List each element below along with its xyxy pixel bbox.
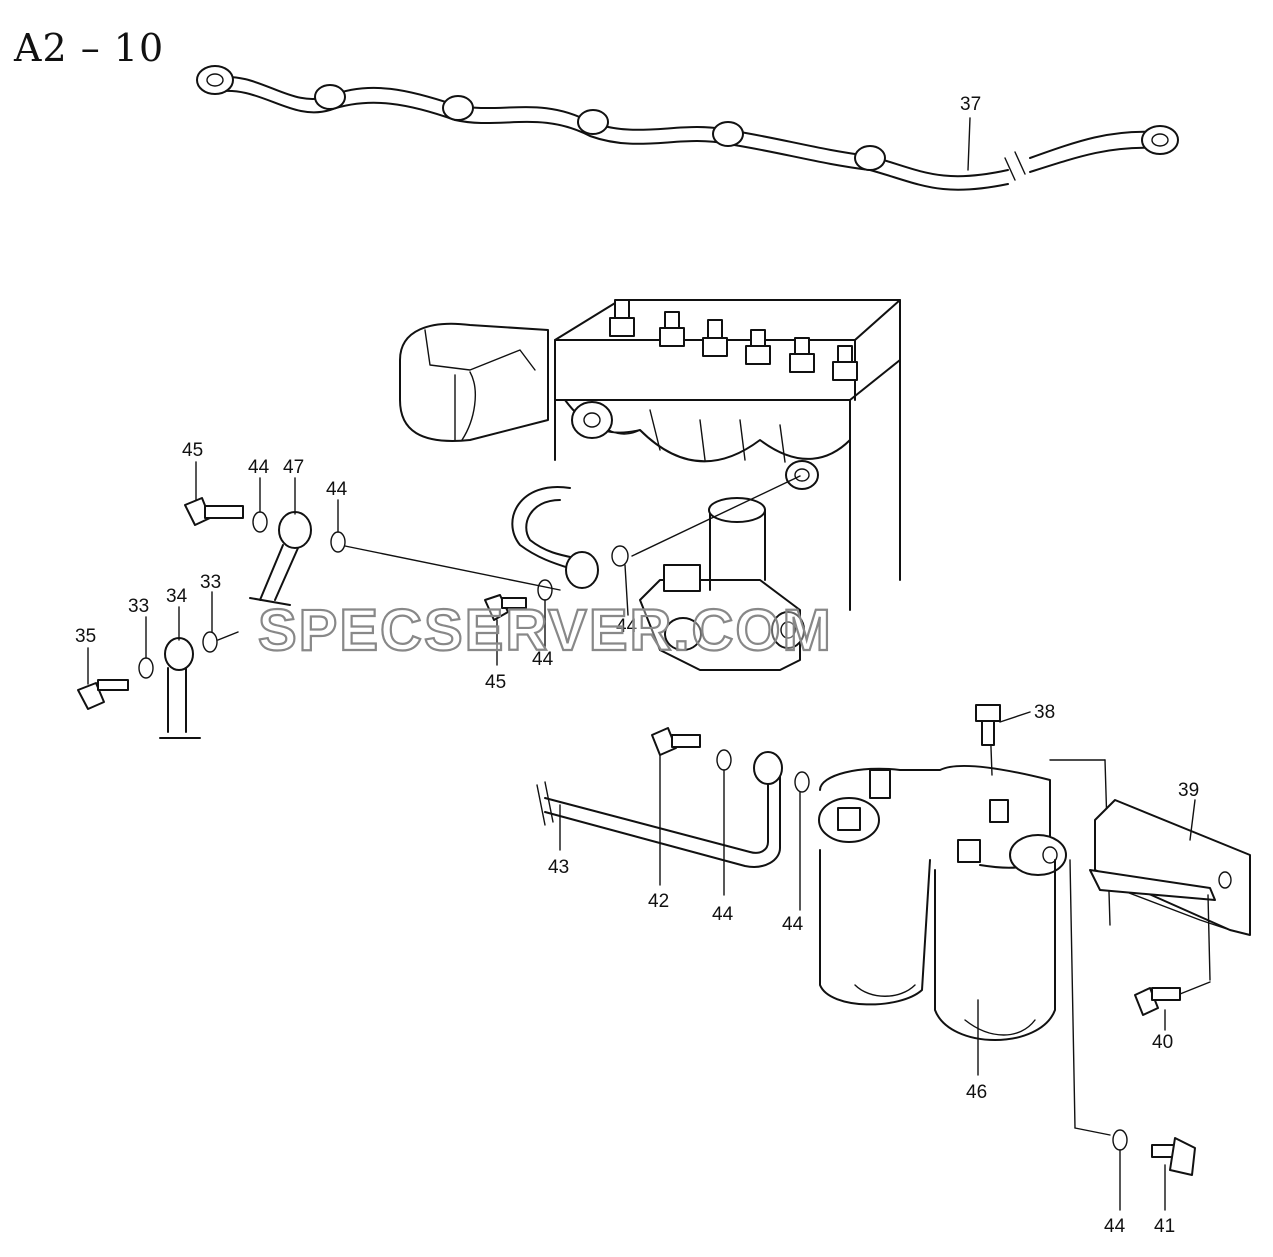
callout-38: 38 (1034, 702, 1055, 723)
bolt-40 (1134, 981, 1211, 1016)
watermark: SPECSERVER.COM (258, 598, 833, 663)
callout-44-lower: 44 (532, 649, 554, 670)
return-line-37 (196, 65, 1179, 191)
callout-45-lower: 45 (485, 672, 506, 693)
delivery-valves (609, 299, 858, 381)
callout-44-upper-left: 44 (248, 457, 270, 478)
bracket-39 (1089, 799, 1251, 981)
callout-39: 39 (1178, 780, 1199, 801)
drain-plug-41 (1112, 1129, 1196, 1176)
callout-46: 46 (966, 1082, 987, 1103)
callout-33-right: 33 (200, 572, 221, 593)
callout-35: 35 (75, 626, 96, 647)
callout-45-upper: 45 (182, 440, 203, 461)
banjo-bolt-assembly-lower (77, 631, 239, 739)
callout-47: 47 (283, 457, 304, 478)
injection-pump (399, 299, 901, 671)
callout-44-filter: 44 (782, 914, 804, 935)
fuel-pipe-43 (536, 727, 810, 868)
callout-41: 41 (1154, 1216, 1175, 1237)
callout-42: 42 (648, 891, 669, 912)
banjo-bolt-assembly-upper (184, 497, 561, 621)
callout-43: 43 (548, 857, 569, 878)
callout-44-pump: 44 (616, 616, 638, 637)
bolt-38 (975, 704, 1031, 746)
callout-40: 40 (1152, 1032, 1173, 1053)
callout-44-bottom: 44 (1104, 1216, 1126, 1237)
leader-lines (87, 461, 1196, 1211)
callout-44-pipe: 44 (712, 904, 734, 925)
fuel-filter-46 (818, 719, 1111, 1136)
callout-labels: 37 45 44 47 44 33 34 33 35 44 44 45 38 3… (75, 94, 1199, 1237)
page-title: A2 – 10 (14, 26, 165, 70)
callout-33-left: 33 (128, 596, 149, 617)
callout-44-upper-right: 44 (326, 479, 348, 500)
callout-37: 37 (960, 94, 981, 115)
callout-34: 34 (166, 586, 188, 607)
